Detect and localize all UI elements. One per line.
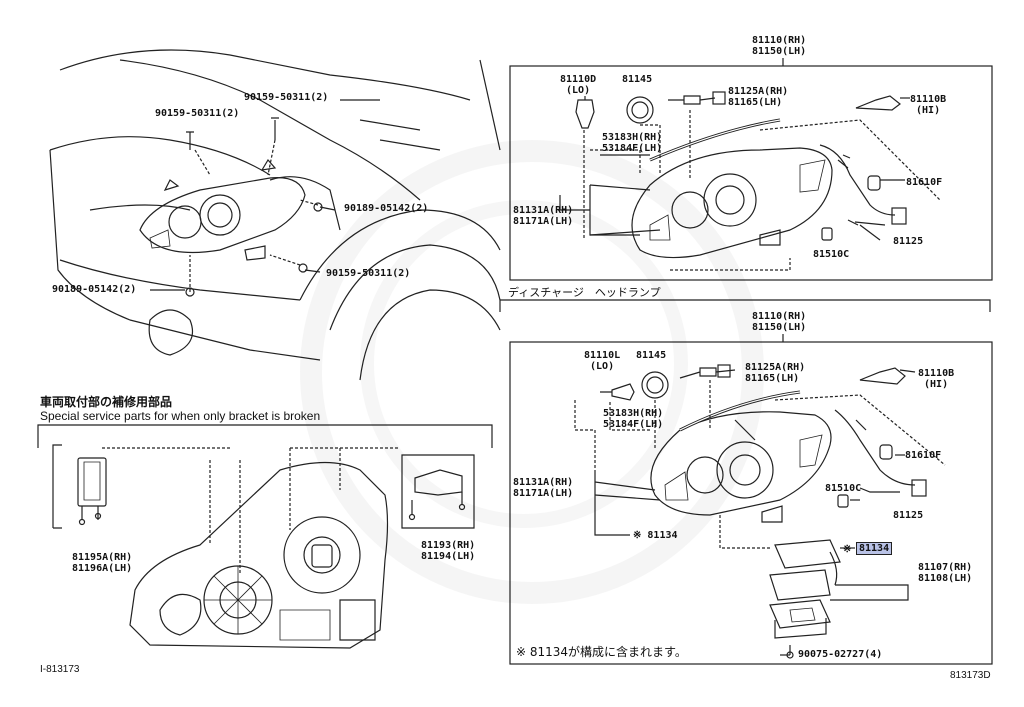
label-halogen-side-bulb: 81610F xyxy=(906,177,943,188)
label-bolt-c: 90159-50311(2) xyxy=(326,268,411,279)
label-bracket-left: 81195A(RH) 81196A(LH) xyxy=(72,552,133,574)
label-discharge-side-bulb: 81610F xyxy=(905,450,942,461)
label-halogen-small-bulb: 81510C xyxy=(813,249,850,260)
label-discharge-socket: 81125A(RH) 81165(LH) xyxy=(745,362,806,384)
label-discharge-ballast: 81107(RH) 81108(LH) xyxy=(918,562,973,584)
label-discharge-side-socket: 81125 xyxy=(893,510,924,521)
label-halogen-bulb-hi: 81110B (HI) xyxy=(910,94,947,116)
car-front-view xyxy=(49,49,501,381)
label-bolt-a1: 90159-50311(2) xyxy=(155,108,240,119)
bracket-title-en: Special service parts for when only brac… xyxy=(40,409,321,423)
label-discharge-ref-left: ※ 81134 xyxy=(633,530,678,541)
label-halogen-cover: 53183H(RH) 53184F(LH) xyxy=(602,132,663,154)
discharge-heading: ディスチャージ ヘッドランプ xyxy=(508,286,661,299)
label-bracket-right: 81193(RH) 81194(LH) xyxy=(421,540,476,562)
bracket-title-jp: 車両取付部の補修用部品 xyxy=(40,395,173,409)
label-discharge-lens: 81131A(RH) 81171A(LH) xyxy=(513,477,574,499)
label-halogen-bulb-lo: 81110D (LO) xyxy=(560,74,597,96)
label-halogen-socket: 81125A(RH) 81165(LH) xyxy=(728,86,789,108)
label-discharge-cover: 53183H(RH) 53184F(LH) xyxy=(603,408,664,430)
label-halogen-side-socket: 81125 xyxy=(893,236,924,247)
label-discharge-small-bulb: 81510C xyxy=(825,483,862,494)
label-discharge-ref-mark: ※ xyxy=(843,544,852,555)
label-discharge-bulb-hi: 81110B (HI) xyxy=(918,368,955,390)
label-bolt-d: 90189-05142(2) xyxy=(52,284,137,295)
label-discharge-bulb-lo: 81110L (LO) xyxy=(584,350,621,372)
label-halogen-cap: 81145 xyxy=(622,74,653,85)
label-bolt-b: 90189-05142(2) xyxy=(344,203,429,214)
label-discharge-assembly: 81110(RH) 81150(LH) xyxy=(752,311,807,333)
label-discharge-screw: 90075-02727(4) xyxy=(798,649,883,660)
label-discharge-cap: 81145 xyxy=(636,350,667,361)
label-discharge-ref-highlight[interactable]: 81134 xyxy=(855,542,893,555)
label-halogen-lens: 81131A(RH) 81171A(LH) xyxy=(513,205,574,227)
footer-left-code: I-813173 xyxy=(40,664,80,675)
discharge-footnote: ※ 81134が構成に含まれます。 xyxy=(516,645,687,659)
footer-right-code: 813173D xyxy=(950,670,991,681)
label-bolt-a2: 90159-50311(2) xyxy=(244,92,329,103)
label-halogen-assembly: 81110(RH) 81150(LH) xyxy=(752,35,807,57)
